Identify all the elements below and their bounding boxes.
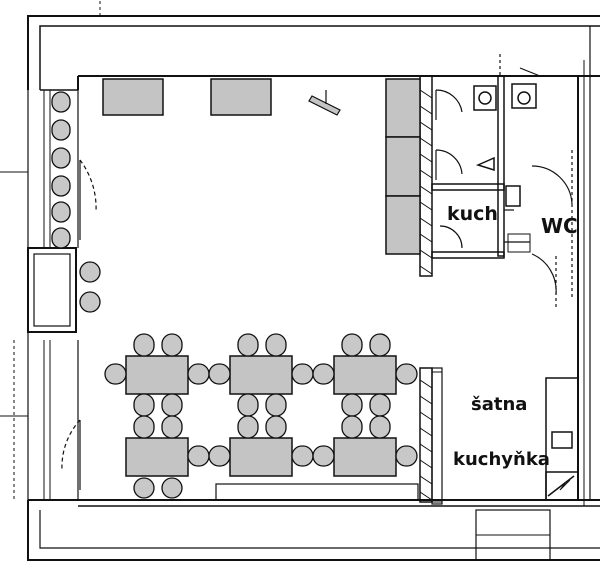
chairs bbox=[51, 91, 418, 499]
urinal bbox=[475, 156, 495, 172]
wc-doors bbox=[435, 54, 573, 310]
entrance-door-upper bbox=[0, 159, 97, 240]
table-1 bbox=[125, 355, 189, 395]
cabinet-right-3 bbox=[385, 195, 421, 255]
cabinet-right-1 bbox=[385, 78, 421, 138]
room-label-kuchynka: kuchyňka bbox=[453, 449, 550, 470]
toilet-1 bbox=[473, 85, 497, 111]
table-3 bbox=[333, 355, 397, 395]
room-label-wc: WC bbox=[541, 214, 578, 238]
room-label-kuch: kuch bbox=[447, 203, 498, 225]
wc-sink bbox=[505, 185, 521, 207]
cabinet-top-center bbox=[210, 78, 272, 116]
entrance-door-lower bbox=[0, 340, 81, 500]
cabinet-right-2 bbox=[385, 136, 421, 197]
window-left-upper bbox=[43, 90, 51, 248]
toilet-2 bbox=[511, 83, 537, 109]
table-4 bbox=[125, 437, 189, 477]
room-label-satna: šatna bbox=[471, 394, 528, 415]
kitchen-unit bbox=[545, 377, 579, 501]
table-2 bbox=[229, 355, 293, 395]
bench-strips bbox=[215, 367, 443, 505]
cabinet-top-left bbox=[102, 78, 164, 116]
table-6 bbox=[333, 437, 397, 477]
partition-lower bbox=[419, 367, 443, 503]
table-5 bbox=[229, 437, 293, 477]
window-left-lower bbox=[43, 340, 51, 500]
wall-marker bbox=[308, 90, 341, 116]
